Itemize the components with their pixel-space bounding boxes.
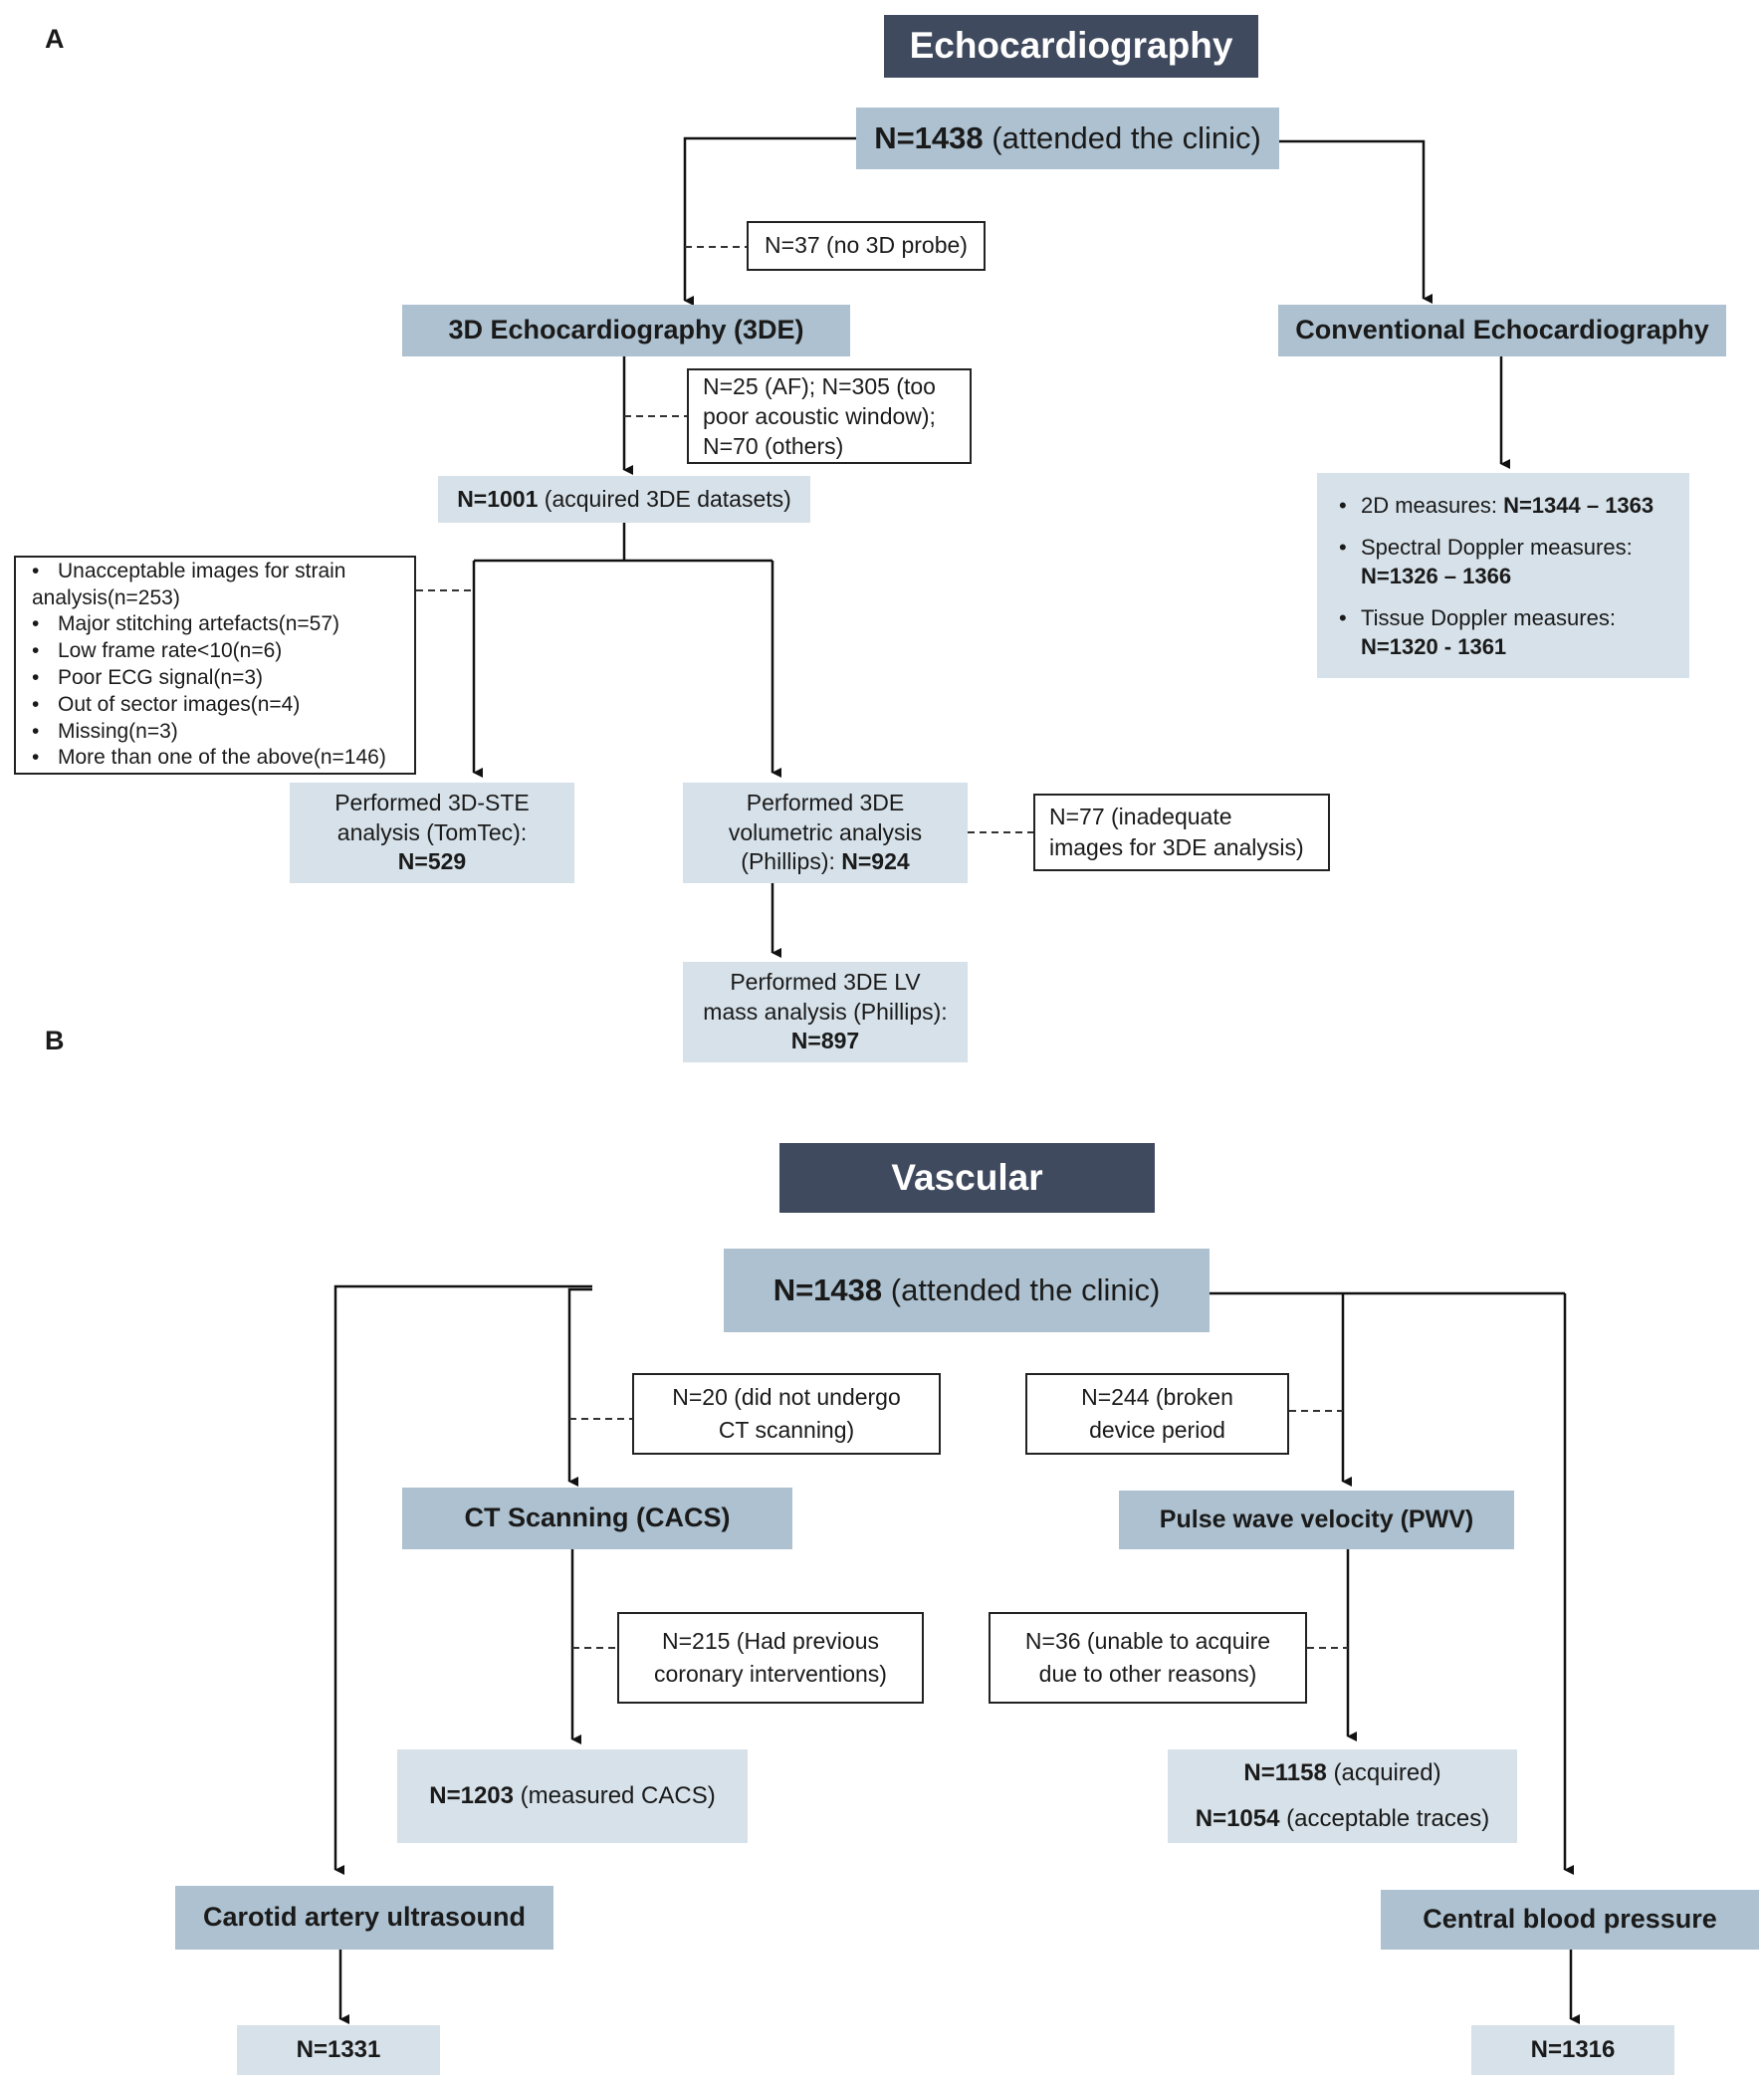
pwv-result-box: N=1158 (acquired) N=1054 (acceptable tra… (1168, 1749, 1517, 1843)
acquired-n: N=1001 (457, 485, 539, 512)
excl-coronary-box: N=215 (Had previous coronary interventio… (617, 1612, 924, 1704)
strain-exclusion-item: Poor ECG signal(n=3) (22, 665, 408, 692)
acquired-box: N=1001 (acquired 3DE datasets) (438, 476, 810, 523)
excl-volumetric-line-2: images for 3DE analysis) (1049, 834, 1304, 860)
central-bp-n-box: N=1316 (1471, 2025, 1674, 2075)
lv-mass-line-2: mass analysis (Phillips): (703, 998, 948, 1025)
volumetric-n: N=924 (841, 848, 910, 875)
ste-box: Performed 3D-STE analysis (TomTec): N=52… (290, 783, 574, 883)
cacs-n: N=1203 (429, 1782, 514, 1810)
vascular-total-desc: (attended the clinic) (882, 1272, 1161, 1307)
cacs-desc: (measured CACS) (514, 1782, 716, 1810)
excl-pwv-other-line-1: N=36 (unable to acquire (1024, 1628, 1271, 1654)
measure-tissue-value: N=1320 - 1361 (1361, 633, 1507, 659)
3de-box: 3D Echocardiography (3DE) (402, 305, 850, 356)
central-bp-text: Central blood pressure (1423, 1904, 1717, 1935)
volumetric-line-3: (Phillips): (741, 848, 842, 875)
acquired-desc: (acquired 3DE datasets) (538, 485, 791, 512)
pwv-acquired-n: N=1158 (1243, 1759, 1327, 1786)
pwv-acceptable-desc: (acceptable traces) (1279, 1805, 1490, 1832)
excl-volumetric-line-1: N=77 (inadequate (1049, 804, 1232, 829)
pwv-acceptable-n: N=1054 (1195, 1805, 1280, 1832)
lv-mass-line-1: Performed 3DE LV (730, 968, 921, 995)
central-bp-n: N=1316 (1530, 2036, 1616, 2064)
measure-tissue: Tissue Doppler measures: N=1320 - 1361 (1327, 603, 1679, 661)
volumetric-box: Performed 3DE volumetric analysis (Phill… (683, 783, 968, 883)
excl-pwv-device-box: N=244 (broken device period (1025, 1373, 1289, 1455)
vascular-total-n: N=1438 (772, 1272, 883, 1307)
arrow-total-to-carotid (333, 1284, 592, 1875)
excl-pwv-device-line-1: N=244 (broken (1081, 1384, 1233, 1410)
conventional-box: Conventional Echocardiography (1278, 305, 1726, 356)
strain-exclusion-box: Unacceptable images for strain analysis(… (14, 556, 416, 775)
pwv-text: Pulse wave velocity (PWV) (1159, 1505, 1474, 1534)
ct-text: CT Scanning (CACS) (464, 1503, 731, 1533)
excl-ct-box: N=20 (did not undergo CT scanning) (632, 1373, 941, 1455)
excl-no-probe-text: N=37 (no 3D probe) (765, 232, 968, 259)
excl-coronary-line-2: coronary interventions) (654, 1661, 887, 1687)
conventional-text: Conventional Echocardiography (1295, 315, 1709, 346)
echo-total-n: N=1438 (874, 119, 984, 155)
lv-mass-box: Performed 3DE LV mass analysis (Phillips… (683, 962, 968, 1062)
arrow-total-to-conventional (1279, 139, 1433, 304)
ste-line-2: analysis (TomTec): (336, 818, 528, 845)
echo-total-box: N=1438 (attended the clinic) (856, 108, 1279, 169)
conventional-measures-box: 2D measures: N=1344 – 1363 Spectral Dopp… (1317, 473, 1689, 678)
measure-spectral: Spectral Doppler measures: N=1326 – 1366 (1327, 533, 1679, 590)
carotid-text: Carotid artery ultrasound (202, 1902, 527, 1933)
arrow-total-to-3de (683, 136, 856, 306)
echo-title-text: Echocardiography (909, 25, 1233, 67)
excl-3de-line-3: N=70 (others) (703, 433, 844, 459)
pwv-acquired-desc: (acquired) (1326, 1759, 1441, 1786)
conventional-measures-list: 2D measures: N=1344 – 1363 Spectral Dopp… (1327, 491, 1679, 661)
measure-spectral-label: Spectral Doppler measures: (1361, 534, 1633, 560)
central-bp-box: Central blood pressure (1381, 1890, 1759, 1950)
excl-3de-box: N=25 (AF); N=305 (too poor acoustic wind… (687, 368, 972, 464)
excl-ct-line-2: CT scanning) (718, 1417, 855, 1443)
carotid-n: N=1331 (296, 2036, 381, 2064)
strain-exclusion-item: Low frame rate<10(n=6) (22, 638, 408, 665)
vascular-title: Vascular (779, 1143, 1155, 1213)
vascular-title-text: Vascular (891, 1156, 1043, 1198)
ct-box: CT Scanning (CACS) (402, 1488, 792, 1549)
lv-mass-n: N=897 (790, 1028, 860, 1054)
excl-coronary-line-1: N=215 (Had previous (662, 1628, 879, 1654)
measure-spectral-value: N=1326 – 1366 (1361, 563, 1512, 588)
measure-2d-value: N=1344 – 1363 (1503, 492, 1654, 518)
echo-total-desc: (attended the clinic) (983, 119, 1261, 155)
measure-2d-label: 2D measures: (1361, 492, 1504, 518)
excl-no-probe-box: N=37 (no 3D probe) (747, 221, 986, 271)
measure-2d: 2D measures: N=1344 – 1363 (1327, 491, 1679, 520)
vascular-total-box: N=1438 (attended the clinic) (724, 1249, 1210, 1332)
3de-text: 3D Echocardiography (3DE) (448, 315, 804, 346)
excl-pwv-other-box: N=36 (unable to acquire due to other rea… (989, 1612, 1307, 1704)
carotid-box: Carotid artery ultrasound (175, 1886, 553, 1950)
cacs-box: N=1203 (measured CACS) (397, 1749, 748, 1843)
excl-ct-line-1: N=20 (did not undergo (672, 1384, 901, 1410)
panel-a-label: A (45, 24, 65, 54)
excl-3de-line-2: poor acoustic window); (703, 403, 936, 429)
strain-exclusion-item: Missing(n=3) (22, 719, 408, 746)
ste-line-1: Performed 3D-STE (334, 789, 530, 815)
strain-exclusion-item: Out of sector images(n=4) (22, 692, 408, 719)
panel-b-label: B (45, 1026, 65, 1055)
excl-3de-line-1: N=25 (AF); N=305 (too (703, 373, 936, 399)
ste-n: N=529 (397, 848, 467, 875)
strain-exclusion-list: Unacceptable images for strain analysis(… (22, 559, 408, 772)
volumetric-line-2: volumetric analysis (728, 818, 923, 845)
volumetric-line-1: Performed 3DE (746, 789, 905, 815)
pwv-box: Pulse wave velocity (PWV) (1119, 1491, 1514, 1549)
carotid-n-box: N=1331 (237, 2025, 440, 2075)
excl-pwv-other-line-2: due to other reasons) (1038, 1661, 1257, 1687)
strain-exclusion-item: More than one of the above(n=146) (22, 745, 408, 772)
measure-tissue-label: Tissue Doppler measures: (1361, 604, 1616, 630)
excl-volumetric-box: N=77 (inadequate images for 3DE analysis… (1033, 794, 1330, 871)
arrow-total-to-ct (567, 1287, 592, 1487)
excl-pwv-device-line-2: device period (1089, 1417, 1225, 1443)
strain-exclusion-item: Major stitching artefacts(n=57) (22, 611, 408, 638)
strain-exclusion-item: Unacceptable images for strain (22, 559, 408, 585)
echo-title: Echocardiography (884, 15, 1258, 78)
strain-exclusion-item: analysis(n=253) (32, 585, 180, 609)
